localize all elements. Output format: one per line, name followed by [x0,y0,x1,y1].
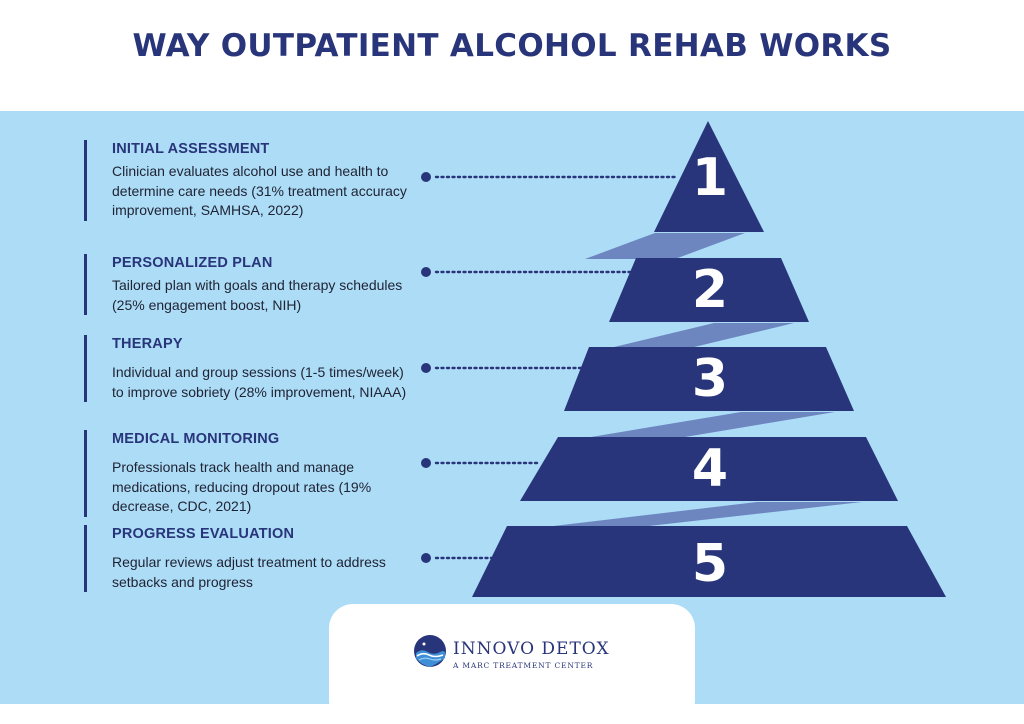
connector-1-2 [585,233,745,259]
logo-tagline: A MARC TREATMENT CENTER [453,661,594,670]
step-5-title: PROGRESS EVALUATION [112,526,295,542]
tier-1 [654,121,764,232]
content-panel: 1 2 3 4 5 INITIAL ASSESSMENT Clinician e… [0,111,1024,704]
step-2-title: PERSONALIZED PLAN [112,255,273,271]
tier-number-1: 1 [692,148,728,208]
tier-5 [472,526,946,597]
step-2-description: Tailored plan with goals and therapy sch… [112,277,403,313]
logo-name: INNOVO DETOX [453,639,610,659]
leader-4 [421,458,540,468]
step-1-title: INITIAL ASSESSMENT [112,141,270,157]
wave-logo-icon [414,635,446,667]
leader-2 [421,267,632,277]
step-1: INITIAL ASSESSMENT Clinician evaluates a… [84,140,414,221]
page-title: WAY OUTPATIENT ALCOHOL REHAB WORKS [132,28,892,64]
tier-3 [564,347,854,411]
step-3-description: Individual and group sessions (1-5 times… [112,364,407,400]
connector-2-3 [610,323,794,348]
pyramid-diagram: 1 2 3 4 5 [421,121,946,597]
leader-5 [421,553,498,563]
tier-2 [609,258,809,322]
connector-4-5 [545,502,862,527]
step-3: THERAPY Individual and group sessions (1… [84,335,414,402]
step-5-description: Regular reviews adjust treatment to addr… [112,554,386,590]
step-5: PROGRESS EVALUATION Regular reviews adju… [84,525,414,592]
step-1-description: Clinician evaluates alcohol use and heal… [112,163,407,218]
leader-3 [421,363,584,373]
tier-number-3: 3 [692,349,728,409]
tier-number-5: 5 [692,534,728,594]
tier-4 [520,437,898,501]
step-2: PERSONALIZED PLAN Tailored plan with goa… [84,254,414,315]
step-4-description: Professionals track health and manage me… [112,459,372,514]
leader-1 [421,172,678,182]
step-4-title: MEDICAL MONITORING [112,431,280,447]
tier-number-4: 4 [692,439,728,499]
logo-card: INNOVO DETOX A MARC TREATMENT CENTER [329,604,695,724]
step-3-title: THERAPY [112,336,183,352]
connector-3-4 [585,412,835,438]
step-4: MEDICAL MONITORING Professionals track h… [84,430,414,517]
tier-number-2: 2 [692,260,728,320]
